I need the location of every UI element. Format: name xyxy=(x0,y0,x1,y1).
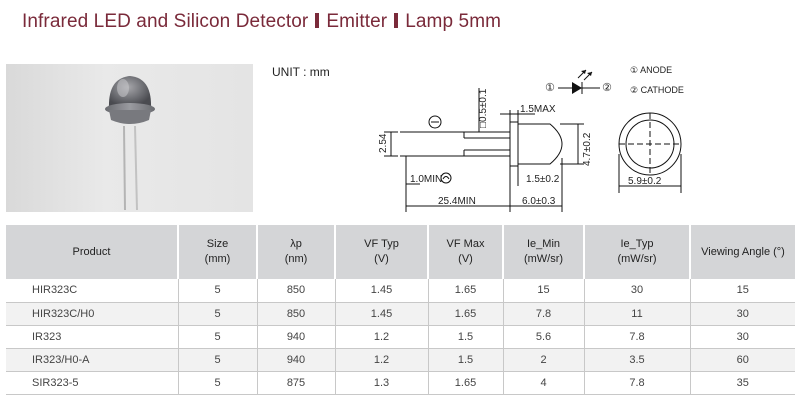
legend-anode: ① ANODE xyxy=(630,65,672,75)
cell-ie-typ: 11 xyxy=(584,302,691,326)
legend-cathode: ② CATHODE xyxy=(630,85,684,95)
col-viewing-angle: Viewing Angle (°) xyxy=(690,225,795,279)
title-part-3: Lamp 5mm xyxy=(405,11,502,32)
pin-2-label: ② xyxy=(602,82,612,94)
cell-ie-min: 5.6 xyxy=(503,325,585,349)
cell-ie-min: 4 xyxy=(503,371,585,395)
cell-ie-typ: 30 xyxy=(584,279,691,303)
cell-viewing-angle: 30 xyxy=(690,302,795,326)
col-lambda: λp(nm) xyxy=(257,225,336,279)
dim-diameter: 4.7±0.2 xyxy=(582,132,593,166)
dimension-drawing: 2.54 □0.5±0.1 1.5MAX 4.7±0.2 1.0MIN 1.5±… xyxy=(378,65,684,212)
dim-min: 1.0MIN xyxy=(410,174,442,185)
cell-product: SIR323-5 xyxy=(6,371,179,395)
cell-product: IR323 xyxy=(6,325,179,349)
dim-lead: 25.4MIN xyxy=(438,196,476,207)
table-row: SIR323-5 5 875 1.3 1.65 4 7.8 35 xyxy=(6,371,795,395)
col-size: Size(mm) xyxy=(178,225,258,279)
cell-lambda: 875 xyxy=(257,371,336,395)
cell-ie-typ: 7.8 xyxy=(584,371,691,395)
title-separator xyxy=(315,13,320,28)
dim-body-gap: 1.5±0.2 xyxy=(526,174,560,185)
cell-size: 5 xyxy=(178,371,258,395)
dim-flange-diameter: 5.9±0.2 xyxy=(628,176,662,187)
cell-size: 5 xyxy=(178,279,258,303)
unit-label: UNIT : mm xyxy=(272,65,330,79)
cell-vf-typ: 1.45 xyxy=(335,302,429,326)
cell-vf-typ: 1.2 xyxy=(335,325,429,349)
cell-viewing-angle: 30 xyxy=(690,325,795,349)
col-ie-typ: Ie_Typ(mW/sr) xyxy=(584,225,691,279)
dim-body-length: 6.0±0.3 xyxy=(522,196,556,207)
title-separator xyxy=(394,13,399,28)
cell-lambda: 940 xyxy=(257,325,336,349)
cell-lambda: 850 xyxy=(257,279,336,303)
cell-product: IR323/H0-A xyxy=(6,348,179,372)
cell-ie-min: 7.8 xyxy=(503,302,585,326)
cell-ie-min: 2 xyxy=(503,348,585,372)
cell-lambda: 940 xyxy=(257,348,336,372)
spec-table: Product Size(mm) λp(nm) VF Typ(V) VF Max… xyxy=(6,225,795,395)
cell-vf-typ: 1.45 xyxy=(335,279,429,303)
table-row: IR323 5 940 1.2 1.5 5.6 7.8 30 xyxy=(6,325,795,349)
title-part-2: Emitter xyxy=(326,11,388,32)
cell-viewing-angle: 60 xyxy=(690,348,795,372)
cell-product: HIR323C/H0 xyxy=(6,302,179,326)
cell-product: HIR323C xyxy=(6,279,179,303)
page-title: Infrared LED and Silicon Detector Emitter… xyxy=(22,11,501,33)
cell-vf-typ: 1.3 xyxy=(335,371,429,395)
led-photo-image xyxy=(105,76,155,211)
cell-vf-max: 1.5 xyxy=(428,325,504,349)
cell-size: 5 xyxy=(178,348,258,372)
table-header-row: Product Size(mm) λp(nm) VF Typ(V) VF Max… xyxy=(6,225,795,279)
cell-viewing-angle: 15 xyxy=(690,279,795,303)
table-row: IR323/H0-A 5 940 1.2 1.5 2 3.5 60 xyxy=(6,348,795,372)
dim-square: □0.5±0.1 xyxy=(478,88,489,128)
title-part-1: Infrared LED and Silicon Detector xyxy=(22,11,309,32)
col-vf-max: VF Max(V) xyxy=(428,225,504,279)
cell-vf-max: 1.5 xyxy=(428,348,504,372)
col-vf-typ: VF Typ(V) xyxy=(335,225,429,279)
cell-vf-max: 1.65 xyxy=(428,302,504,326)
cell-lambda: 850 xyxy=(257,302,336,326)
cell-vf-max: 1.65 xyxy=(428,371,504,395)
led-photo xyxy=(6,64,253,212)
cell-vf-typ: 1.2 xyxy=(335,348,429,372)
table-row: HIR323C/H0 5 850 1.45 1.65 7.8 11 30 xyxy=(6,302,795,326)
dim-flange: 1.5MAX xyxy=(520,104,556,115)
pin-1-label: ① xyxy=(545,82,555,94)
cell-ie-typ: 7.8 xyxy=(584,325,691,349)
cell-vf-max: 1.65 xyxy=(428,279,504,303)
cell-ie-typ: 3.5 xyxy=(584,348,691,372)
dim-pitch: 2.54 xyxy=(378,133,389,153)
col-product: Product xyxy=(6,225,179,279)
cell-ie-min: 15 xyxy=(503,279,585,303)
col-ie-min: Ie_Min(mW/sr) xyxy=(503,225,585,279)
cell-size: 5 xyxy=(178,302,258,326)
cell-viewing-angle: 35 xyxy=(690,371,795,395)
table-row: HIR323C 5 850 1.45 1.65 15 30 15 xyxy=(6,279,795,303)
cell-size: 5 xyxy=(178,325,258,349)
